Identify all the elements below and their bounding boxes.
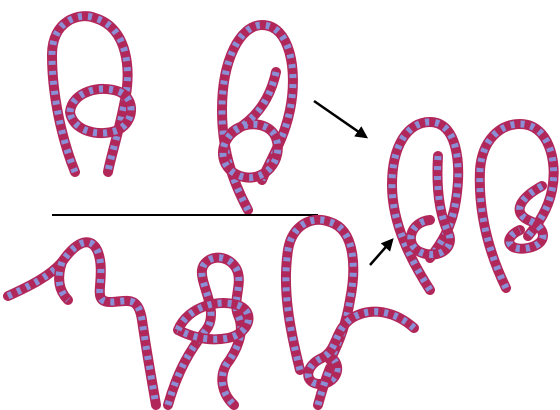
knot-step-2 xyxy=(222,25,293,210)
knot-alt-step-2 xyxy=(168,258,249,405)
knot-alt-step-1 xyxy=(8,242,156,405)
arrow-top xyxy=(314,101,366,137)
arrow-bottom xyxy=(370,240,392,265)
knot-result-b xyxy=(480,124,554,288)
knot-step-1 xyxy=(52,16,131,172)
knot-result-a xyxy=(392,122,458,290)
knot-alt-step-3 xyxy=(286,220,414,405)
